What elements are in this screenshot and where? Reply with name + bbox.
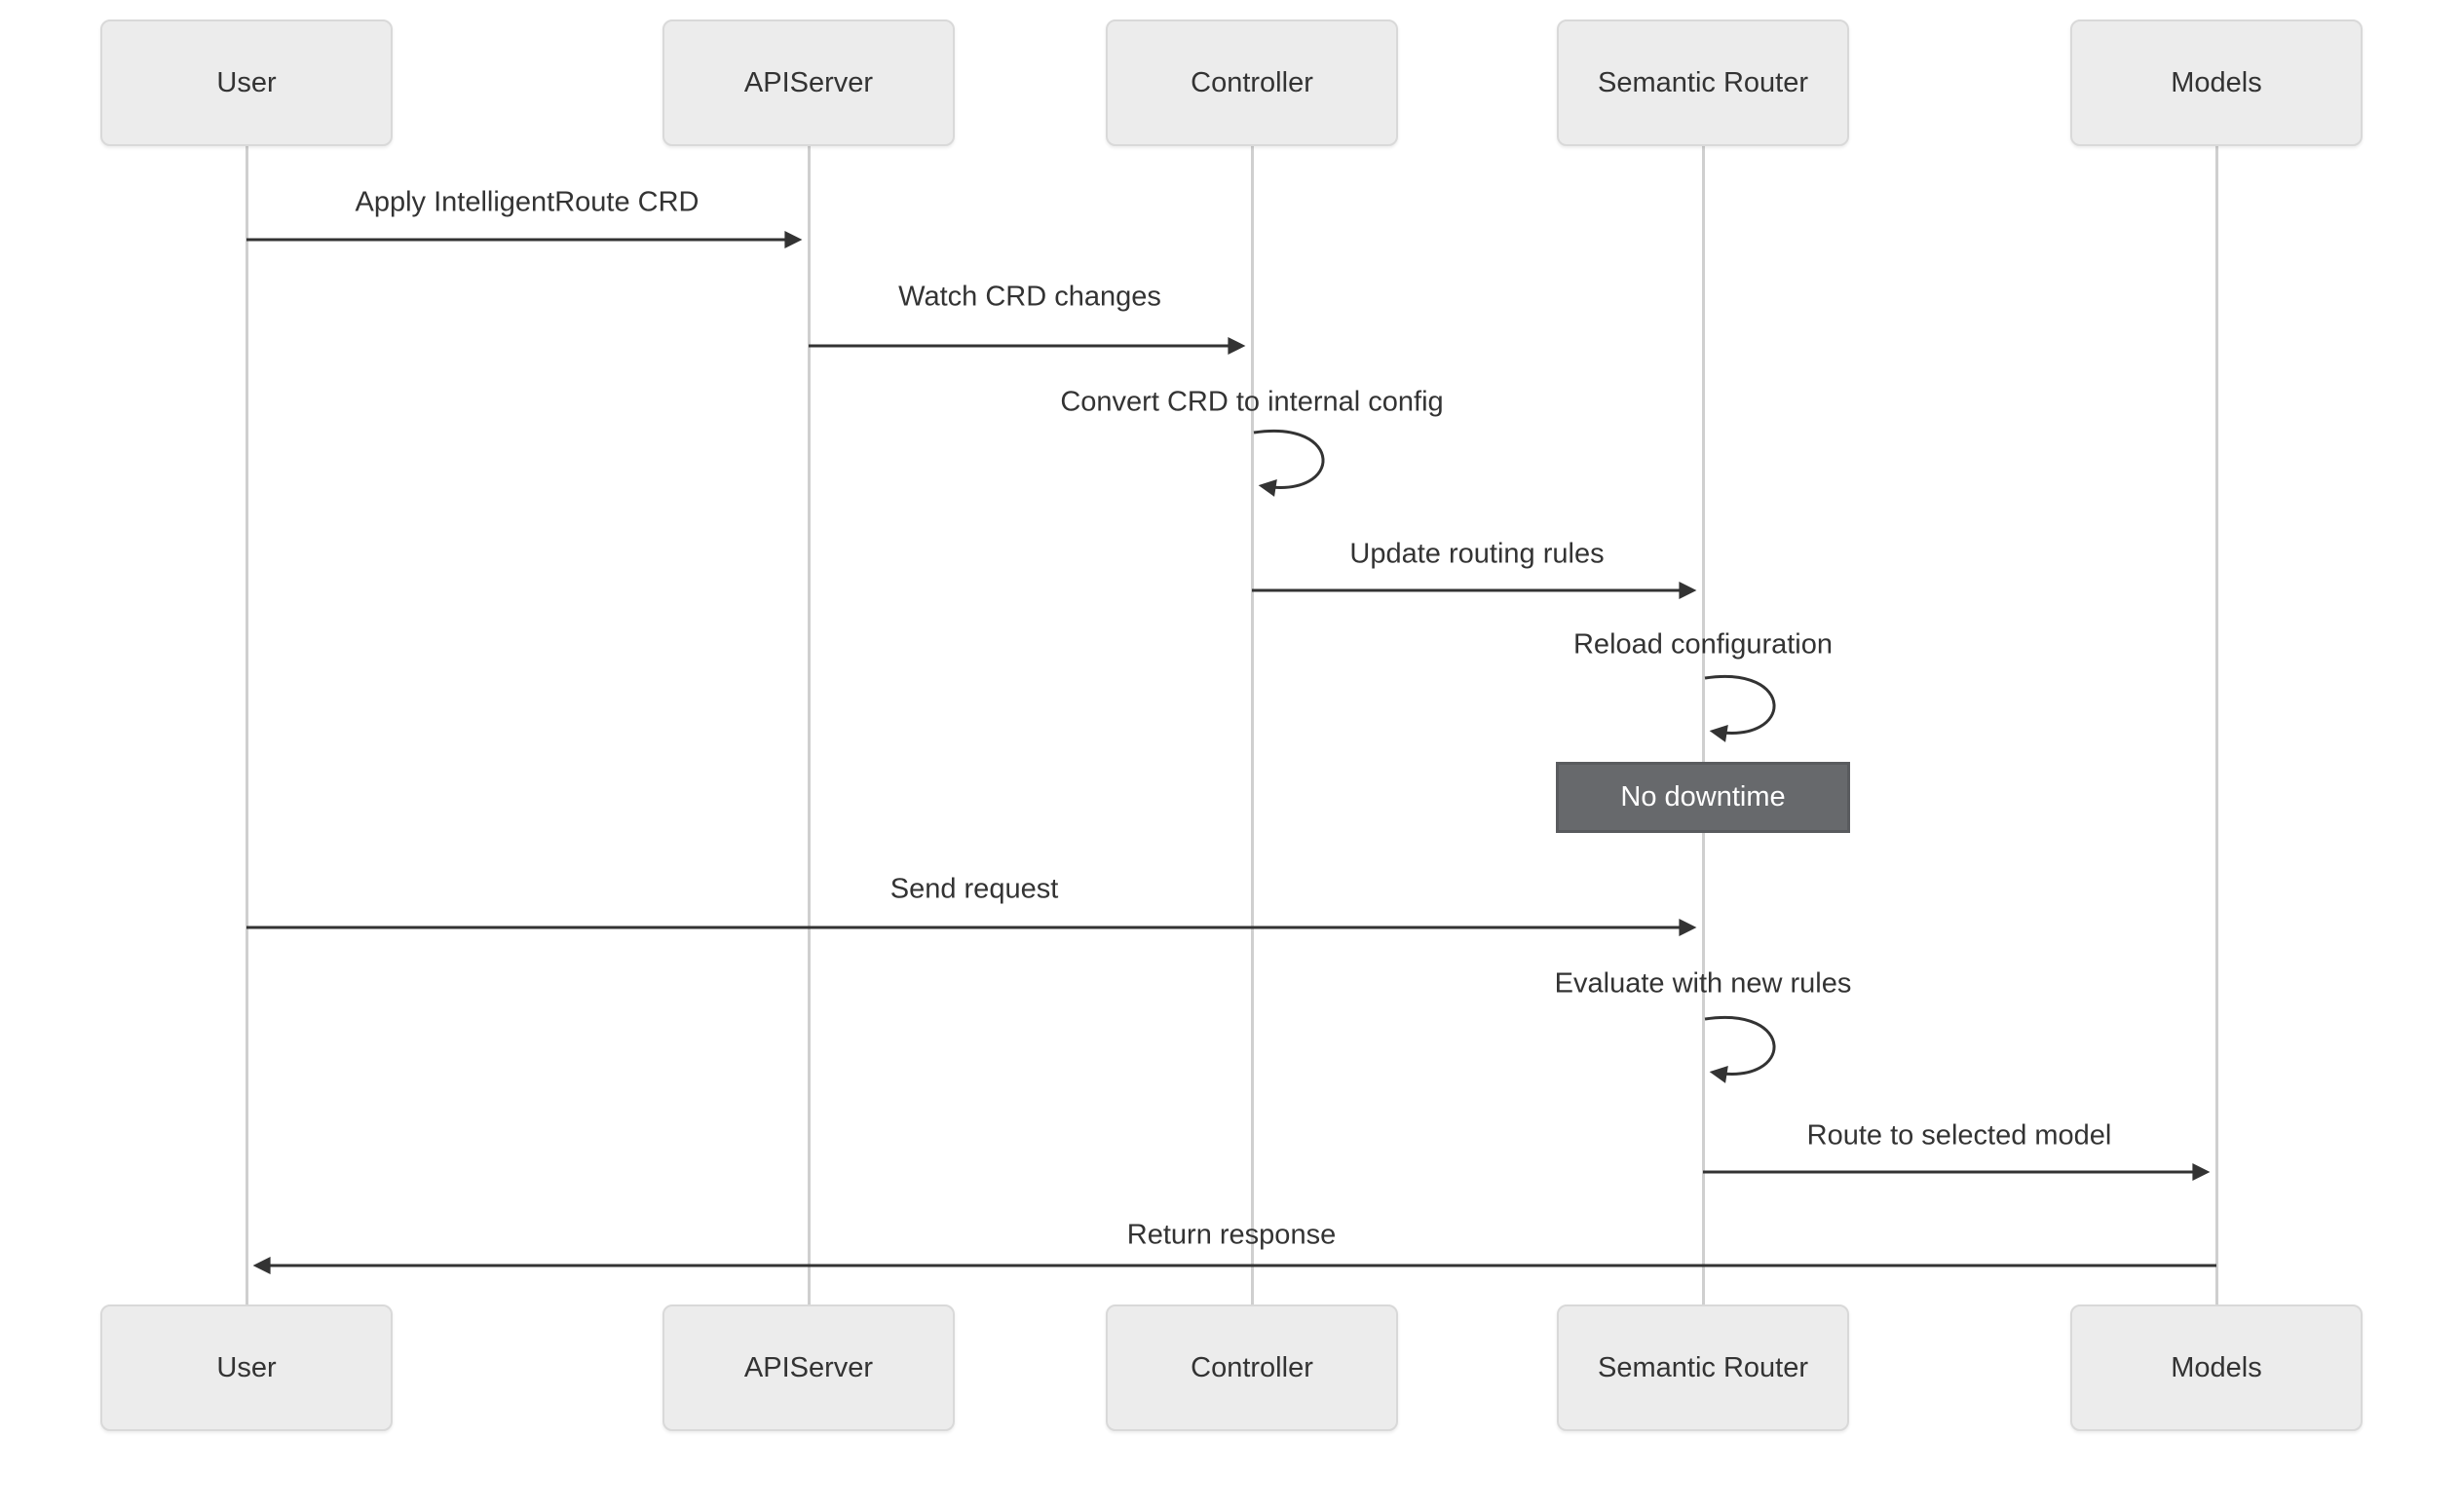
actor-label: Controller (1191, 66, 1313, 98)
actor-label: User (216, 1351, 277, 1383)
lifeline-apiserver (807, 146, 811, 1304)
actor-bottom-apiserver: APIServer (662, 1304, 955, 1431)
message-label-evaluate-with-new-rules: Evaluate with new rules (1554, 967, 1852, 1000)
actor-bottom-semantic-router: Semantic Router (1557, 1304, 1849, 1431)
actor-label: Controller (1191, 1351, 1313, 1383)
actor-top-semantic-router: Semantic Router (1557, 19, 1849, 146)
lifeline-models (2214, 146, 2218, 1304)
lifeline-controller (1250, 146, 1254, 1304)
message-label-apply-intelligentroute-crd: Apply IntelligentRoute CRD (355, 186, 700, 218)
note-no-downtime: No downtime (1556, 762, 1850, 833)
message-label-route-to-selected-model: Route to selected model (1806, 1119, 2112, 1152)
message-label-watch-crd-changes: Watch CRD changes (898, 281, 1161, 313)
message-label-update-routing-rules: Update routing rules (1349, 538, 1605, 570)
actor-top-apiserver: APIServer (662, 19, 955, 146)
self-loop-reload-configuration (1704, 674, 1776, 742)
actor-label: Models (2171, 66, 2262, 98)
actor-bottom-user: User (100, 1304, 393, 1431)
actor-label: User (216, 66, 277, 98)
actor-label: Semantic Router (1598, 66, 1808, 98)
actor-top-user: User (100, 19, 393, 146)
actor-top-controller: Controller (1106, 19, 1398, 146)
note-label: No downtime (1620, 781, 1786, 813)
actor-label: APIServer (743, 1351, 874, 1383)
self-loop-evaluate-with-new-rules (1704, 1015, 1776, 1083)
actor-bottom-models: Models (2070, 1304, 2363, 1431)
actor-label: Semantic Router (1598, 1351, 1808, 1383)
actor-top-models: Models (2070, 19, 2363, 146)
message-label-convert-crd-internal-config: Convert CRD to internal config (1060, 386, 1444, 418)
message-label-return-response: Return response (1126, 1219, 1337, 1251)
actor-label: Models (2171, 1351, 2262, 1383)
message-label-send-request: Send request (889, 873, 1059, 905)
self-loop-convert-crd-to-internal-config (1253, 429, 1325, 497)
actor-bottom-controller: Controller (1106, 1304, 1398, 1431)
lifeline-user (245, 146, 248, 1304)
lifeline-semantic-router (1701, 146, 1705, 1304)
message-label-reload-configuration: Reload configuration (1572, 628, 1834, 661)
actor-label: APIServer (743, 66, 874, 98)
